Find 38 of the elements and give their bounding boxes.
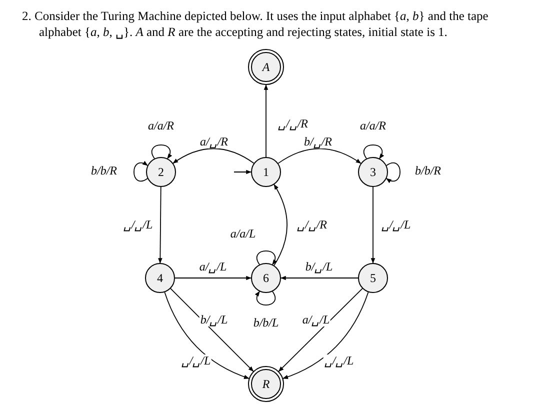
self-loop-arrow: [134, 161, 148, 182]
transition-label: a/a/R: [147, 120, 175, 132]
transition-arrow: [164, 292, 250, 379]
transition-arrow: [170, 288, 254, 372]
transition-arrow: [370, 186, 376, 264]
transition-label: b/␣/L: [304, 260, 334, 274]
question-text: 2. Consider the Turing Machine depicted below. It uses the input alphabet {a, b} and the tape alphabet {a, b, ␣}. A and R are the accepting and rejecting states, initial state is 1.: [22, 8, 490, 40]
transition-arrow: [282, 292, 369, 379]
transition-arrow: [174, 276, 252, 280]
transition-arrow: [280, 276, 358, 280]
transition-arrow: [264, 84, 268, 158]
transition-arrow: [274, 184, 288, 266]
transition-arrow: [172, 148, 254, 164]
transition-label: a/a/R: [359, 120, 387, 132]
transition-arrow: [278, 148, 362, 164]
transition-label: ␣/␣/L: [122, 218, 154, 232]
transition-label: b/␣/L: [199, 314, 229, 326]
transition-arrow: [234, 170, 252, 174]
transition-label: a/␣/L: [198, 260, 228, 274]
transition-label: ␣/␣/L: [323, 354, 355, 368]
self-loop-arrow: [386, 162, 400, 183]
transition-arrow: [158, 186, 162, 264]
transition-label: ␣/␣/R: [296, 218, 328, 232]
transition-label: b/b/R: [414, 164, 442, 178]
self-loop-arrow: [256, 250, 277, 265]
transition-label: b/b/L: [252, 316, 280, 330]
self-loop-arrow: [255, 291, 276, 306]
transition-label: a/a/L: [229, 228, 257, 240]
transition-label: a/␣/R: [199, 136, 229, 148]
transition-label: b/␣/R: [303, 136, 333, 148]
transition-label: ␣/␣/R: [277, 118, 309, 130]
transition-label: ␣/␣/L: [180, 354, 212, 368]
self-loop-arrow: [363, 144, 384, 159]
transition-arrow: [278, 288, 363, 372]
self-loop-arrow: [151, 144, 172, 159]
transition-label: ␣/␣/L: [380, 218, 412, 232]
transition-label: a/␣/L: [301, 314, 331, 326]
transition-label: b/b/R: [90, 164, 118, 178]
